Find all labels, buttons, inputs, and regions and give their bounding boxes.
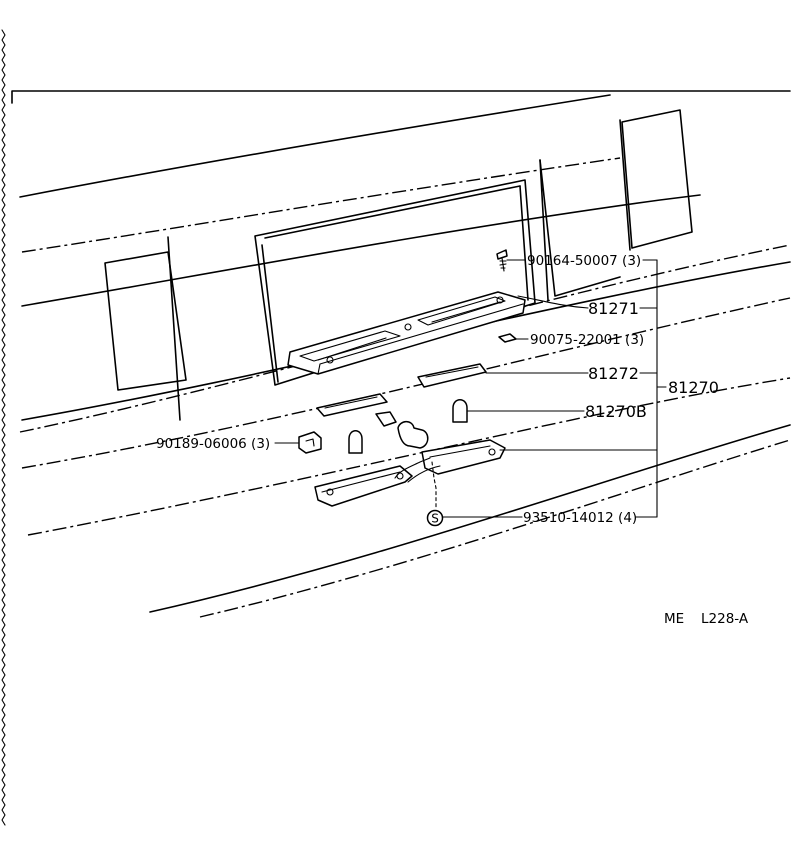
label-bulb: 81270B — [585, 402, 647, 421]
figure-code-right: L228-A — [701, 611, 749, 627]
screw-s-icon: S — [426, 509, 444, 527]
lamp-housing-icon — [314, 411, 506, 509]
leader-lines — [274, 259, 667, 518]
nut-icon — [498, 333, 517, 343]
clip-icon — [298, 431, 322, 454]
label-nut: 90075-22001 (3) — [530, 332, 644, 348]
bulb-icon — [348, 399, 468, 454]
label-cover: 81271 — [588, 299, 639, 318]
label-screw: 90164-50007 (3) — [527, 253, 641, 269]
label-lens: 81272 — [588, 364, 639, 383]
label-screw-s: 93510-14012 (4) — [523, 510, 637, 526]
torn-page-edge — [1, 29, 6, 826]
lens-icon — [316, 363, 487, 417]
cover-plate-icon — [287, 291, 526, 375]
s-symbol: S — [431, 512, 439, 526]
body-panel — [19, 94, 791, 618]
screw-icon — [496, 249, 508, 272]
label-assembly: 81270 — [668, 378, 719, 397]
frame-border — [11, 90, 791, 104]
label-clip: 90189-06006 (3) — [156, 436, 270, 452]
figure-code-left: ME — [664, 611, 684, 627]
